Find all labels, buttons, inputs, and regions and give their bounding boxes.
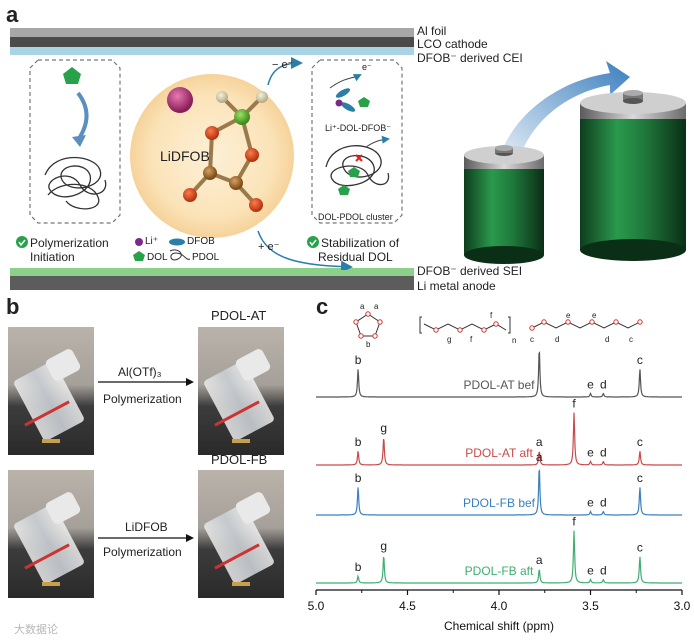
spectrum-name-2: PDOL-AT aft (465, 446, 533, 460)
stabilization-caption-line2: Residual DOL (318, 250, 393, 264)
process-1: Polymerization (103, 392, 182, 406)
al-foil-label: Al foil (417, 24, 446, 38)
electron-small-label: e⁻ (362, 62, 372, 73)
peak-label-2-a: a (536, 435, 543, 449)
dol-label-a1: a (360, 302, 364, 311)
dol-label-b: b (366, 340, 370, 349)
olig-label-e2: e (592, 311, 596, 320)
panel-a-label: a (6, 2, 18, 28)
olig-label-c2: c (629, 335, 633, 344)
peak-label-4-d: d (600, 564, 607, 578)
peak-label-1-b: b (355, 353, 362, 367)
peak-label-1-e: e (587, 378, 594, 392)
polymerization-initiation-caption-line1: Polymerization (30, 236, 109, 250)
peak-label-4-b: b (355, 560, 362, 574)
li-anode-label: Li metal anode (417, 279, 496, 293)
x-axis-title: Chemical shift (ppm) (444, 619, 554, 633)
sei-label: DFOB⁻ derived SEI (417, 264, 522, 278)
olig-label-c1: c (530, 335, 534, 344)
repeat-n-label: n (512, 336, 516, 345)
x-tick-label-5: 3.0 (674, 599, 691, 613)
peak-label-3-a: a (536, 450, 543, 464)
x-tick-label-4: 3.5 (582, 599, 599, 613)
panel-b-label: b (6, 294, 19, 320)
peak-label-4-a: a (536, 553, 543, 567)
peak-label-3-b: b (355, 471, 362, 485)
legend-dol: DOL (147, 252, 168, 263)
olig-label-e1: e (566, 311, 570, 320)
peak-label-4-c: c (637, 540, 643, 554)
photo-pdol-at (198, 327, 284, 455)
photo-initial-2 (8, 470, 94, 598)
cei-layer (10, 47, 414, 55)
peak-label-2-d: d (600, 446, 607, 460)
li-anode-layer (10, 276, 414, 290)
peak-label-2-g: g (380, 421, 387, 435)
reaction-arrow-2 (96, 533, 196, 543)
peak-label-2-f: f (572, 397, 576, 411)
watermark: 大数据论 (14, 621, 58, 637)
salt-label: LiDFOB (160, 148, 210, 164)
poly-label-f1: f (470, 335, 472, 344)
peak-label-4-f: f (572, 515, 576, 529)
battery-illustration (462, 55, 692, 265)
legend-pdol: PDOL (192, 252, 219, 263)
reaction-arrow-1 (96, 377, 196, 387)
x-tick-label-1: 5.0 (308, 599, 325, 613)
legend-li: Li⁺ (145, 236, 158, 247)
poly-label-g: g (447, 335, 451, 344)
lco-cathode-layer (10, 37, 414, 47)
photo-pdol-fb (198, 470, 284, 598)
stabilization-caption-line1: Stabilization of (321, 236, 399, 250)
electron-minus-label: − e⁻ (272, 58, 293, 71)
cluster-label: DOL-PDOL cluster (318, 212, 393, 222)
x-tick-label-2: 4.5 (399, 599, 416, 613)
product-1: PDOL-AT (211, 308, 266, 323)
lco-cathode-label: LCO cathode (417, 37, 488, 51)
panel-c-label: c (316, 294, 328, 320)
legend-dfob: DFOB (187, 236, 215, 247)
peak-label-3-d: d (600, 496, 607, 510)
al-foil-layer (10, 28, 414, 37)
complex-label: Li⁺-DOL-DFOB⁻ (325, 123, 391, 134)
spectrum-name-4: PDOL-FB aft (465, 564, 534, 578)
peak-label-4-g: g (380, 539, 387, 553)
reagent-2: LiDFOB (125, 520, 168, 534)
polymerization-initiation-caption-line2: Initiation (30, 250, 75, 264)
poly-label-f2: f (490, 311, 492, 320)
photo-initial-1 (8, 327, 94, 455)
peak-label-1-c: c (637, 353, 643, 367)
spectrum-name-3: PDOL-FB bef (463, 496, 536, 510)
peak-label-2-b: b (355, 435, 362, 449)
x-tick-label-3: 4.0 (491, 599, 508, 613)
peak-label-2-c: c (637, 435, 643, 449)
peak-label-2-e: e (587, 446, 594, 460)
chemical-structures (340, 302, 680, 352)
spectrum-name-1: PDOL-AT bef (464, 378, 536, 392)
dol-label-a2: a (374, 302, 378, 311)
process-2: Polymerization (103, 545, 182, 559)
olig-label-d1: d (555, 335, 559, 344)
product-2: PDOL-FB (211, 452, 267, 467)
peak-label-1-d: d (600, 378, 607, 392)
peak-label-3-c: c (637, 471, 643, 485)
olig-label-d2: d (605, 335, 609, 344)
peak-label-4-e: e (587, 564, 594, 578)
peak-label-3-e: e (587, 496, 594, 510)
electron-plus-label: + e⁻ (258, 240, 279, 253)
